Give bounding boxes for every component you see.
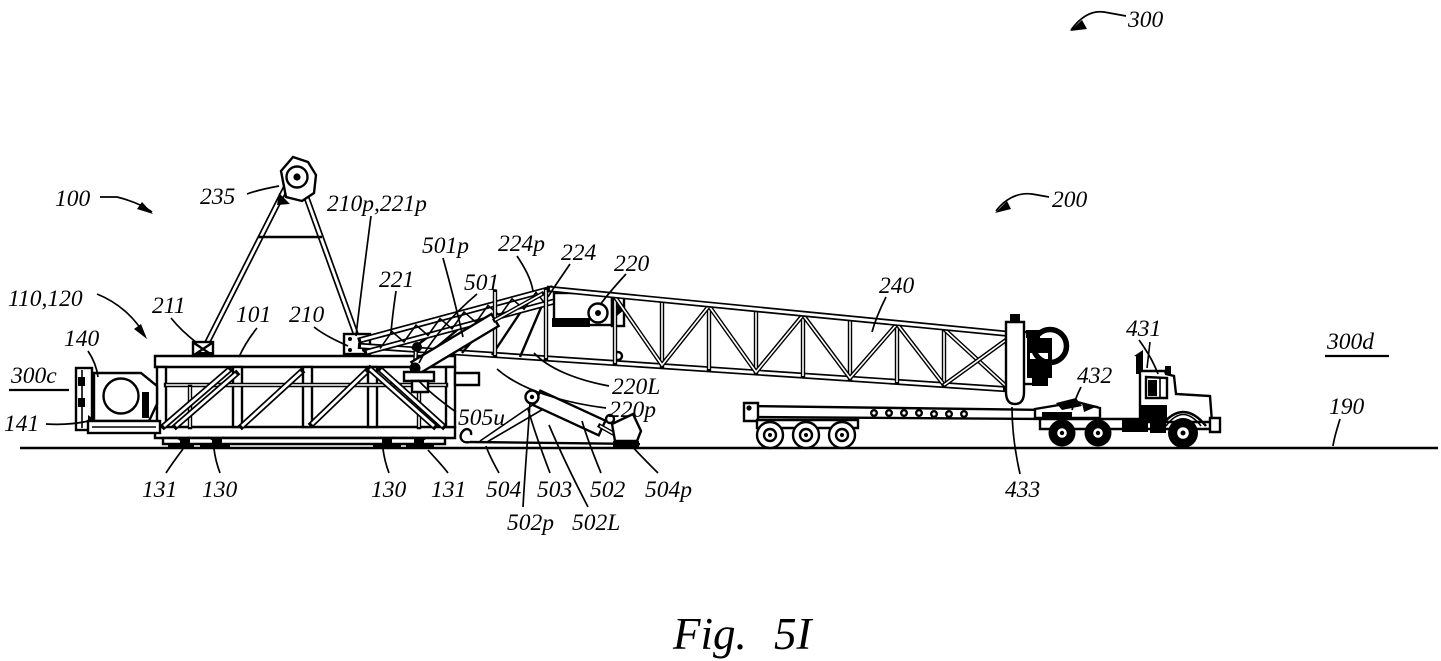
ref-label-502: 502: [590, 477, 626, 503]
boom-tip-sheave-assembly: [1004, 314, 1070, 406]
trailer-wheels: [755, 420, 857, 450]
ref-label-235: 235: [200, 184, 236, 210]
cylinder-foot-504p: [604, 412, 643, 447]
ref-label-130: 130: [371, 477, 407, 503]
trailer-deck-holes: [870, 409, 969, 419]
ref-label-300: 300: [1127, 7, 1164, 33]
winch-unit: [74, 366, 162, 435]
ref-label-101: 101: [236, 302, 271, 328]
truck-tractor: [1038, 341, 1222, 448]
a-frame-mast: [191, 155, 372, 358]
cylinder-base-bracket-505u: [402, 370, 436, 383]
ref-label-433: 433: [1005, 477, 1040, 503]
ref-label-224: 224: [561, 240, 597, 266]
ref-label-141: 141: [4, 411, 39, 437]
ref-label-140: 140: [64, 326, 100, 352]
ref-label-224p: 224p: [498, 231, 545, 257]
ref-label-210: 210: [289, 302, 325, 328]
ref-label-110-120: 110,120: [8, 286, 83, 312]
ref-label-220L: 220L: [612, 374, 660, 400]
support-feet-right: [373, 436, 434, 449]
ref-label-501: 501: [464, 270, 499, 296]
leader-arrowheads: [134, 20, 1087, 339]
ref-label-504p: 504p: [645, 477, 692, 503]
ref-label-131: 131: [142, 477, 177, 503]
ref-label-221: 221: [379, 267, 414, 293]
mast-foot-left: [191, 340, 215, 358]
ref-label-220p: 220p: [609, 397, 656, 423]
ref-label-432: 432: [1077, 363, 1113, 389]
ref-label-503: 503: [537, 477, 572, 503]
truck-wheels: [1048, 418, 1198, 448]
anchor-bar-504: [469, 440, 641, 446]
ref-label-300c: 300c: [10, 363, 57, 389]
ref-label-431: 431: [1126, 316, 1161, 342]
ref-label-190: 190: [1329, 394, 1365, 420]
substructure-truss: [153, 354, 481, 446]
leveling-cylinder-502: [459, 389, 643, 447]
ref-label-501p: 501p: [422, 233, 469, 259]
ref-label-505u: 505u: [458, 405, 505, 431]
ref-label-504: 504: [486, 477, 522, 503]
boom-assembly: [357, 285, 1070, 406]
figure-caption: Fig. 5I: [672, 609, 813, 659]
ref-label-200: 200: [1052, 187, 1088, 213]
reference-labels: 300 200 100 235 210p,221p 501p 224p 224 220 221 50…: [4, 7, 1389, 536]
ref-label-131: 131: [431, 477, 466, 503]
support-feet-left: [168, 436, 230, 449]
ref-label-210p-221p: 210p,221p: [327, 191, 427, 217]
winch-drum: [102, 377, 140, 415]
raising-cylinder-501: [402, 291, 545, 394]
ref-label-211: 211: [152, 293, 186, 319]
ref-label-130: 130: [202, 477, 238, 503]
ref-label-502p: 502p: [507, 510, 554, 536]
ref-label-240: 240: [879, 273, 915, 299]
mast-sheave: [277, 155, 318, 205]
boom-main-lattice: [546, 285, 1014, 390]
ref-label-100: 100: [55, 186, 91, 212]
leader-lines: [45, 10, 1341, 508]
ref-label-220: 220: [614, 251, 650, 277]
ref-label-300d: 300d: [1326, 329, 1374, 355]
ref-label-502L: 502L: [572, 510, 620, 536]
